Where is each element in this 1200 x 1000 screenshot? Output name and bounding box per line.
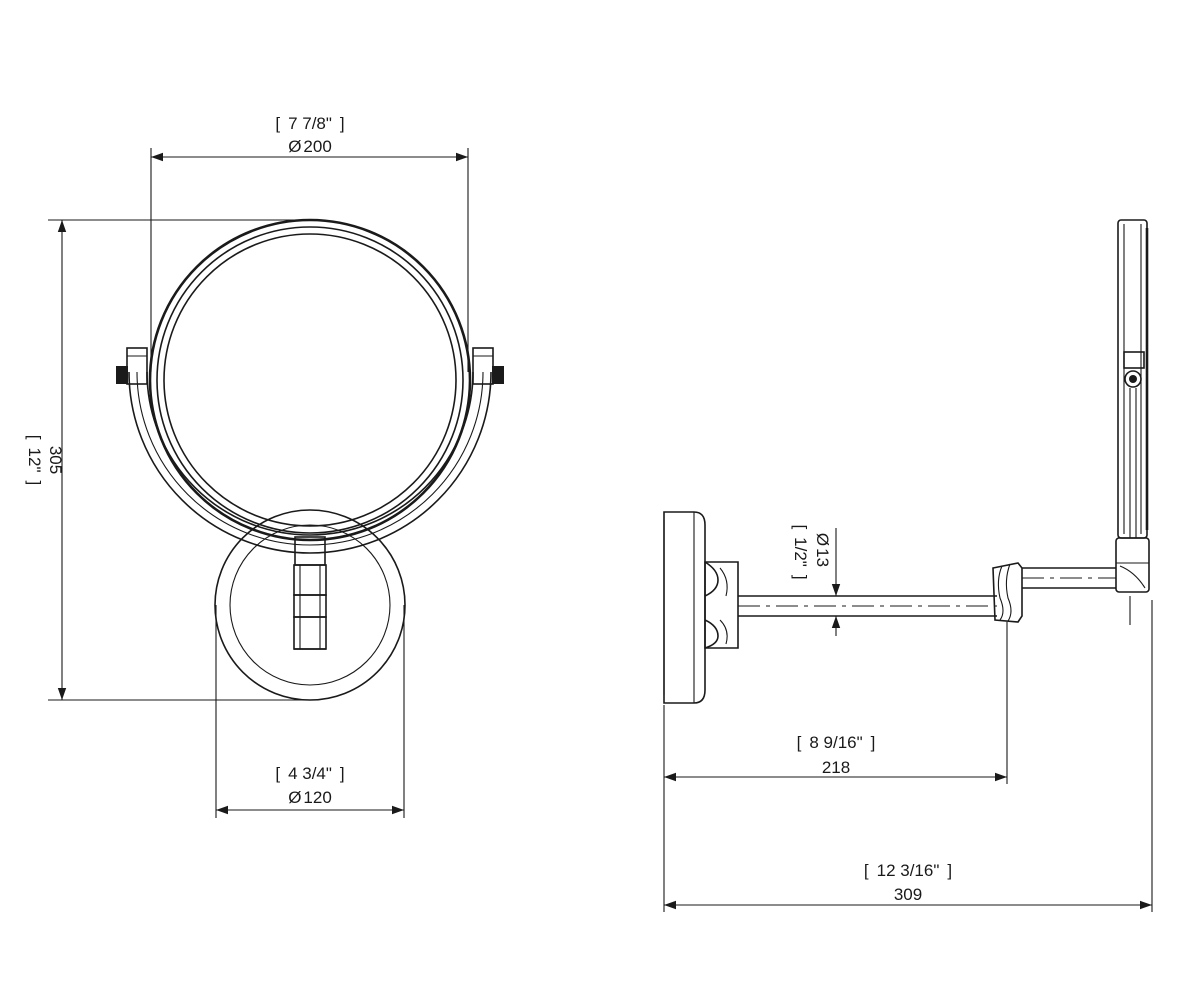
arm-segment-2 <box>1022 567 1116 589</box>
overall-height-imperial: [12"] <box>25 435 44 485</box>
side-hub <box>704 561 739 649</box>
overall-projection-metric: 309 <box>894 885 922 904</box>
dimension-arm-diameter: [1/2"] Ø13 <box>791 524 841 636</box>
arm-length-imperial: [8 9/16"] <box>797 733 876 752</box>
dimension-overall-projection: [12 3/16"] 309 <box>664 596 1153 912</box>
overall-height-metric: 305 <box>46 446 65 474</box>
dimension-overall-height: [12"] 305 <box>25 219 310 701</box>
arm-diameter-metric: Ø13 <box>813 533 832 567</box>
elbow-joint <box>992 562 1023 623</box>
mirror-diameter-imperial: [7 7/8"] <box>275 114 344 133</box>
side-view: [1/2"] Ø13 [8 9/16"] 218 [12 3/16"] 309 <box>663 219 1153 912</box>
pivot-knob-right <box>472 347 504 385</box>
arm-length-metric: 218 <box>822 758 850 777</box>
side-wall-plate <box>663 511 706 704</box>
pivot-knob-left <box>116 347 148 385</box>
arm-end-block <box>1115 537 1150 593</box>
side-pivot <box>1123 351 1145 538</box>
mirror-head <box>148 218 472 542</box>
base-diameter-imperial: [4 3/4"] <box>275 764 344 783</box>
wall-base-plate <box>214 509 406 701</box>
arm-diameter-imperial: [1/2"] <box>791 524 810 579</box>
dimension-arm-length: [8 9/16"] 218 <box>663 622 1008 912</box>
arm-segment-1 <box>738 595 997 617</box>
overall-projection-imperial: [12 3/16"] <box>864 861 952 880</box>
center-stem <box>293 536 327 650</box>
